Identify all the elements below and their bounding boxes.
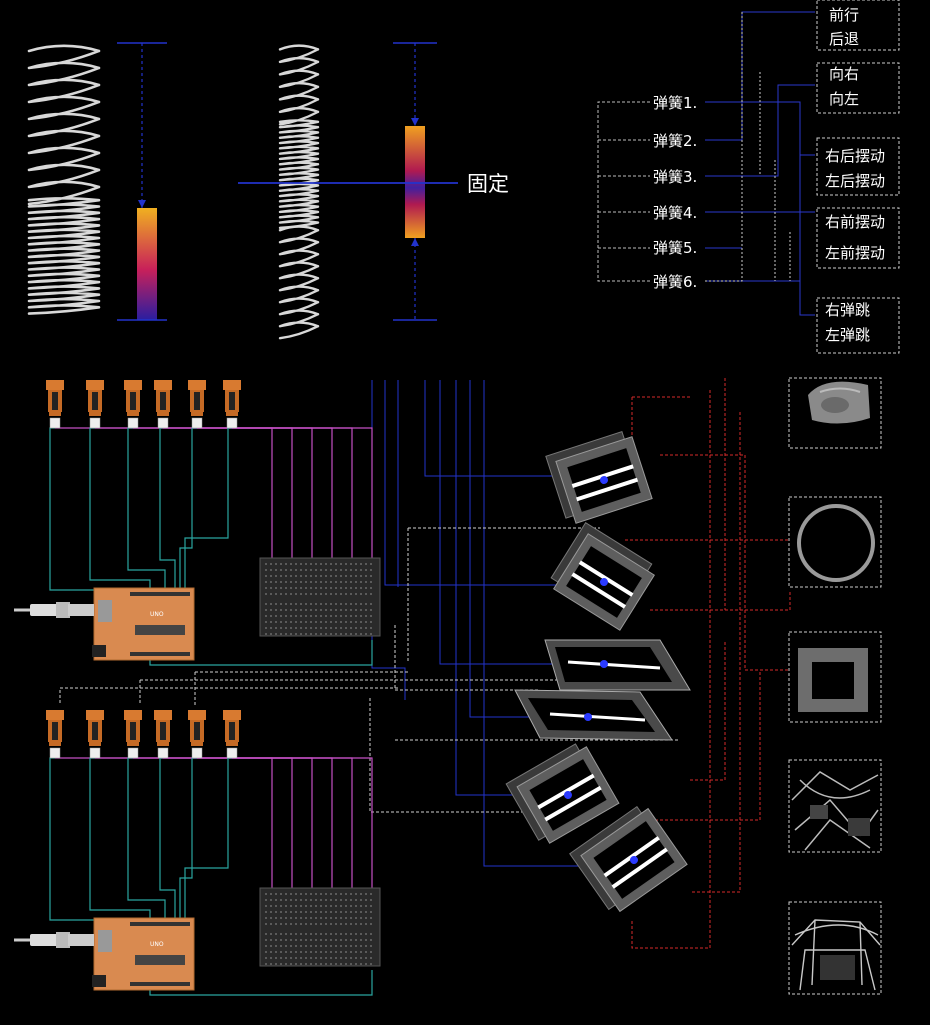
jumper-wire-magenta [95,427,293,560]
jumper-wire-teal [49,427,100,591]
jumper-wire-teal [179,757,197,918]
action-left-back-swing-label: 左后摆动 [825,172,885,190]
arduino-uno-label: UNO [150,611,164,618]
debris-photo-icon [791,771,879,851]
jumper-wire-magenta [55,427,273,560]
jumper-wire-magenta [197,427,353,560]
spring-sensor [86,380,104,429]
square-frame-icon [798,648,868,712]
dome-photo-icon [808,381,870,424]
action-forward-label: 前行 [829,6,859,24]
usb-cable-icon [14,932,94,948]
action-right-label: 向右 [829,65,859,83]
ring-icon [797,504,875,582]
spring-label-5: 弹簧5. [653,239,697,257]
arduino-uno-board: UNO [92,587,195,661]
cube-module [550,522,655,631]
output-lines [625,378,791,949]
jumper-wire-teal [159,427,176,588]
thumbnail-frame-5 [788,901,882,995]
cube-module [545,430,653,524]
spring-sensor [154,380,172,429]
circuit-board-bottom: UNO [14,710,381,996]
jumper-wire-magenta [95,757,293,890]
action-left-front-swing-label: 左前摆动 [825,244,885,262]
shape-thumbnails [788,377,882,995]
control-lines [59,527,680,813]
arduino-uno-board: UNO [92,917,195,991]
jumper-wire-teal [179,427,197,588]
breadboard [259,887,381,967]
cube-module-flat-2-inner [528,698,655,732]
fixed-label: 固定 [467,172,509,196]
jumper-wire-magenta [232,757,373,890]
jumper-wire-teal [159,757,176,918]
jumper-wire-magenta [197,757,353,890]
cube-module-flat-dot [600,660,608,668]
jumper-wire-magenta [232,427,373,560]
action-right-jump-label: 右弹跳 [825,301,870,319]
spring-action-map [597,0,900,354]
spring-left [27,44,101,315]
gauge-left [117,42,167,321]
spring-sensor [46,380,64,429]
jumper-wire-magenta [163,757,333,890]
gauge-middle [238,42,458,321]
spring-sensor [46,710,64,759]
action-left-jump-label: 左弹跳 [825,326,870,344]
arduino-uno-label: UNO [150,941,164,948]
action-right-front-swing-label: 右前摆动 [825,213,885,231]
jumper-wire-teal [149,970,373,996]
action-right-back-swing-label: 右后摆动 [825,147,885,165]
action-left-label: 向左 [829,90,859,108]
action-backward-label: 后退 [829,30,859,48]
spring-sensor [154,710,172,759]
spring-sensor [124,380,142,429]
jumper-wire-teal [149,640,373,666]
jumper-wire-teal [89,757,151,918]
breadboard [259,557,381,637]
cube-module-flat-2-dot [584,713,592,721]
cube-chain [505,430,691,913]
cube-module [569,805,688,913]
spring-sensor [223,710,241,759]
spring-label-4: 弹簧4. [653,204,697,222]
spring-sensor [188,380,206,429]
spring-label-6: 弹簧6. [653,273,697,291]
circuit-board-top: UNO [14,380,381,666]
spring-label-3: 弹簧3. [653,168,697,186]
cube-module-flat-2-bar [549,712,646,722]
spring-label-1: 弹簧1. [653,94,697,112]
spring-label-2: 弹簧2. [653,132,697,150]
jumper-wire-teal [89,427,151,588]
cube-module-flat-bar [567,660,661,670]
jumper-wire-magenta [163,427,333,560]
structure-photo-icon [791,919,881,991]
jumper-wire-teal [49,757,100,921]
spring-sensor [223,380,241,429]
thumbnail-frame-2 [788,496,882,588]
spring-sensor [188,710,206,759]
spring-sensor [86,710,104,759]
cube-module [505,743,620,844]
usb-cable-icon [14,602,94,618]
jumper-wire-magenta [55,757,273,890]
spring-sensor [124,710,142,759]
spring-middle [278,44,320,340]
